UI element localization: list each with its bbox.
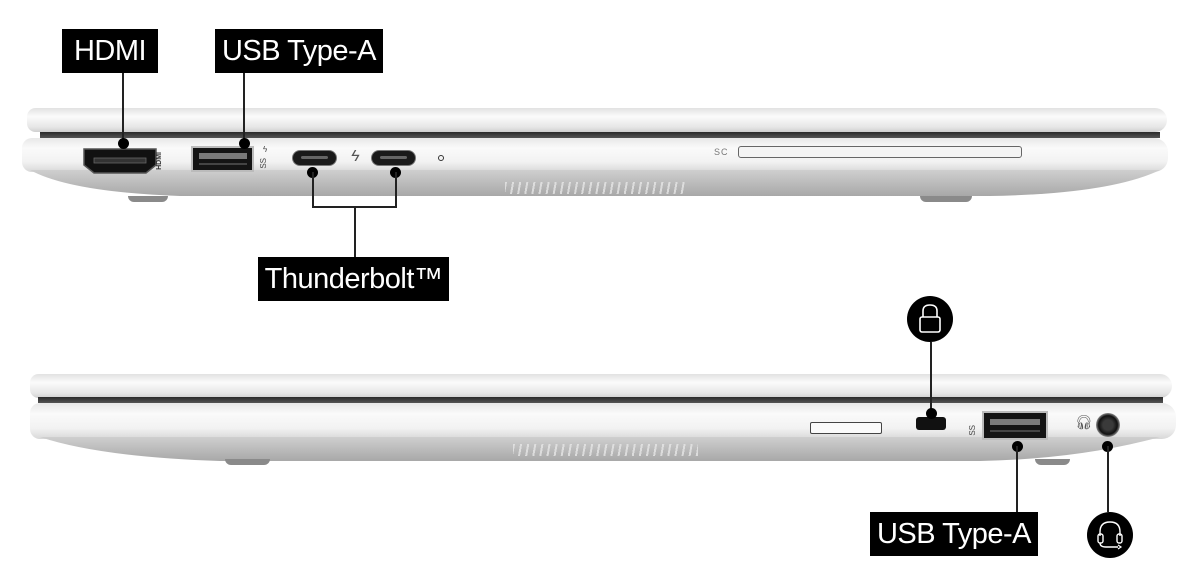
hdmi-leader-line [122, 73, 124, 143]
usb-a-leader-dot [239, 138, 250, 149]
smart-card-slot [738, 146, 1022, 158]
lock-icon [919, 304, 941, 333]
hdmi-port [83, 148, 157, 174]
usb-type-a-label: USB Type-A [215, 29, 383, 73]
thunderbolt-leader-line-1 [312, 172, 314, 207]
rubber-foot [920, 196, 972, 202]
charging-bolt-icon: ϟ [263, 145, 268, 154]
lid [30, 374, 1172, 398]
thunderbolt-leader-line-2 [395, 172, 397, 207]
usb-type-a-label: USB Type-A [870, 512, 1038, 556]
lock-callout-circle [907, 296, 953, 342]
headphone-marking-icon: 🎧︎ [1075, 414, 1093, 430]
vent [513, 444, 698, 456]
usb-ss-marking: SS [968, 425, 977, 436]
lid [27, 108, 1167, 132]
headset-icon [1097, 521, 1123, 550]
thunderbolt-leader-stem [354, 206, 356, 258]
usb-a-leader-line [243, 73, 245, 143]
thunderbolt-icon: ϟ [351, 148, 360, 165]
led-indicator [438, 155, 444, 161]
hdmi-label: HDMI [62, 29, 158, 73]
hdmi-leader-dot [118, 138, 129, 149]
smart-card-marking: SC [714, 147, 729, 157]
hdmi-marking: HDMI [156, 152, 163, 170]
nano-sim-slot [810, 422, 882, 434]
usb-c-thunderbolt-port-2 [372, 151, 415, 165]
usb-ss-marking: SS [259, 158, 268, 169]
rubber-foot [225, 459, 270, 465]
thunderbolt-label: Thunderbolt™ [258, 257, 449, 301]
lock-leader-dot [926, 408, 937, 419]
usb-a-port [191, 146, 254, 172]
usb-c-thunderbolt-port-1 [293, 151, 336, 165]
lock-leader-line [930, 342, 932, 410]
usb-a-leader-line [1016, 446, 1018, 512]
hinge-gap [38, 397, 1163, 403]
rubber-foot [1035, 459, 1070, 465]
hinge-gap [40, 132, 1160, 138]
vent [505, 182, 685, 194]
usb-a-port [982, 411, 1048, 440]
headset-callout-circle [1087, 512, 1133, 558]
audio-leader-line [1107, 446, 1109, 512]
rubber-foot [128, 196, 168, 202]
security-lock-slot [916, 417, 946, 430]
audio-jack [1096, 413, 1120, 437]
